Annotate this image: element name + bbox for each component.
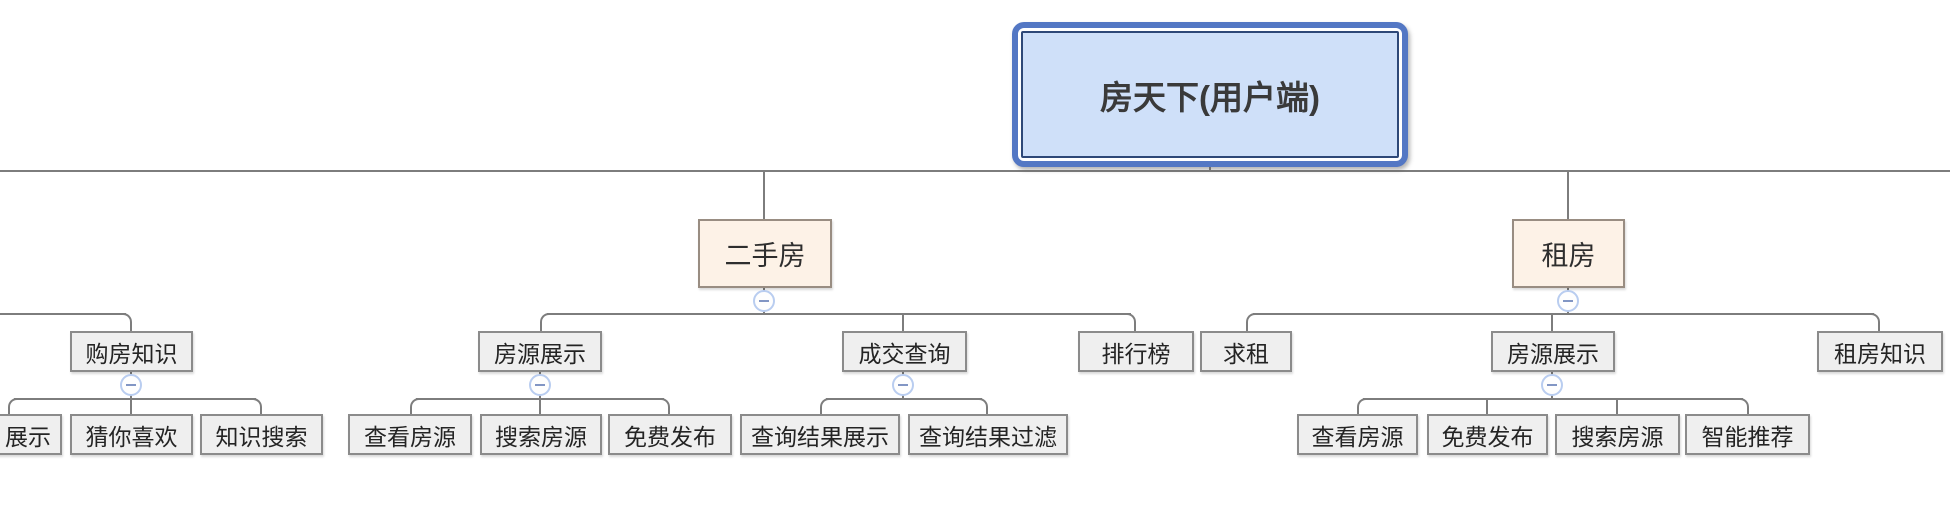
collapse-button-fangyuan-zhanshi-ershoufang[interactable]: [529, 374, 551, 396]
connector-drop-cainixihuan: [130, 398, 132, 414]
connector-drop-fangyuanzhanshi-zf: [1551, 313, 1553, 331]
connector-elbow: [978, 398, 988, 415]
connector-elbow: [1870, 313, 1880, 332]
connector-drop-ershoufang: [763, 171, 765, 219]
node-ershoufang[interactable]: 二手房: [698, 219, 832, 288]
collapse-button-chengjiao-chaxun[interactable]: [892, 374, 914, 396]
connector-level1-rail: [0, 170, 1950, 172]
connector-drop-chengjiaochaxun: [902, 313, 904, 331]
connector-drop-zufang: [1567, 171, 1569, 219]
node-goufang-zhishi[interactable]: 购房知识: [70, 331, 193, 372]
connector-elbow: [252, 398, 262, 415]
node-zufang[interactable]: 租房: [1512, 219, 1625, 288]
node-chakan-fangyuan-zufang[interactable]: 查看房源: [1297, 414, 1418, 455]
node-sousuo-fangyuan-zufang[interactable]: 搜索房源: [1555, 414, 1680, 455]
node-chaxun-jieguo-guolv[interactable]: 查询结果过滤: [908, 414, 1068, 455]
connector-elbow: [820, 398, 830, 415]
connector-goufangzhishi-rail: [14, 398, 256, 400]
connector-fyzs-zf-rail: [1363, 398, 1743, 400]
node-fangyuan-zhanshi-ershoufang[interactable]: 房源展示: [478, 331, 602, 372]
connector-elbow: [8, 398, 18, 415]
node-root[interactable]: 房天下(用户端): [1012, 22, 1408, 167]
connector-elbow: [1246, 313, 1256, 332]
collapse-button-fangyuan-zhanshi-zufang[interactable]: [1541, 374, 1563, 396]
collapse-minus-icon: [1547, 384, 1557, 386]
connector-drop-mianfeifabu-zf: [1486, 398, 1488, 414]
collapse-button-zufang[interactable]: [1557, 290, 1579, 312]
node-qiuzu[interactable]: 求租: [1200, 331, 1292, 372]
node-root-label: 房天下(用户端): [1021, 31, 1399, 158]
node-chengjiao-chaxun[interactable]: 成交查询: [842, 331, 967, 372]
node-mianfei-fabu-zufang[interactable]: 免费发布: [1427, 414, 1548, 455]
connector-ershoufang-rail: [547, 313, 1131, 315]
collapse-minus-icon: [898, 384, 908, 386]
connector-elbow: [1126, 313, 1136, 332]
node-chaxun-jieguo-zhanshi[interactable]: 查询结果展示: [740, 414, 900, 455]
connector-elbow: [122, 313, 132, 332]
node-cai-ni-xihuan[interactable]: 猜你喜欢: [70, 414, 193, 455]
collapse-button-ershoufang[interactable]: [753, 290, 775, 312]
node-chakan-fangyuan-ershoufang[interactable]: 查看房源: [348, 414, 472, 455]
connector-elbow: [1739, 398, 1749, 415]
node-paihangbang[interactable]: 排行榜: [1078, 331, 1194, 372]
collapse-minus-icon: [1563, 300, 1573, 302]
collapse-minus-icon: [126, 384, 136, 386]
connector-root-stub: [1209, 165, 1211, 171]
collapse-button-goufang-zhishi[interactable]: [120, 374, 142, 396]
node-zufang-zhishi[interactable]: 租房知识: [1817, 331, 1943, 372]
connector-elbow: [540, 313, 550, 332]
node-mianfei-fabu-ershoufang[interactable]: 免费发布: [608, 414, 732, 455]
connector-elbow: [660, 398, 670, 415]
node-zhineng-tuijian[interactable]: 智能推荐: [1685, 414, 1810, 455]
connector-offscreen-branch-rail: [0, 313, 126, 315]
connector-drop-sousuofangyuan-esf: [539, 398, 541, 414]
connector-elbow: [410, 398, 420, 415]
connector-cjcx-rail: [826, 398, 982, 400]
node-sousuo-fangyuan-ershoufang[interactable]: 搜索房源: [480, 414, 602, 455]
node-zhishi-sousuo[interactable]: 知识搜索: [200, 414, 323, 455]
connector-elbow: [1357, 398, 1367, 415]
connector-zufang-rail: [1253, 313, 1874, 315]
node-zhanshi-clipped[interactable]: 展示: [0, 414, 62, 455]
collapse-minus-icon: [759, 300, 769, 302]
node-fangyuan-zhanshi-zufang[interactable]: 房源展示: [1491, 331, 1615, 372]
collapse-minus-icon: [535, 384, 545, 386]
connector-drop-sousuofangyuan-zf: [1616, 398, 1618, 414]
